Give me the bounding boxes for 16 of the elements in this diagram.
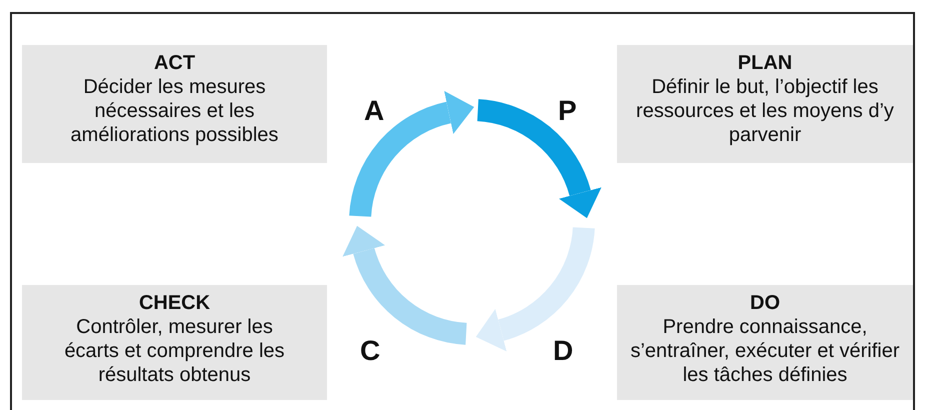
step-box bbox=[617, 285, 913, 400]
step-description: Prendre connaissance, s’entraîner, exécuter et vérifier les tâches définies bbox=[629, 315, 900, 387]
step-heading: CHECK bbox=[138, 291, 212, 315]
step-box bbox=[617, 45, 913, 163]
step-description: Définir le but, l’objectif les ressources et les moyens d’y parvenir bbox=[635, 75, 895, 147]
step-heading: DO bbox=[749, 291, 781, 315]
step-letter: P bbox=[558, 96, 577, 126]
step-heading: ACT bbox=[152, 51, 196, 75]
step-description: Décider les mesures nécessaires et les améliorations possibles bbox=[70, 75, 280, 147]
step-box bbox=[22, 45, 327, 163]
step-letter: A bbox=[364, 96, 384, 126]
step-box bbox=[22, 285, 327, 400]
step-letter: C bbox=[360, 336, 380, 366]
step-description: Contrôler, mesurer les écarts et comprendre les résultats obtenus bbox=[63, 315, 286, 387]
step-heading: PLAN bbox=[736, 51, 794, 75]
step-letter: D bbox=[553, 336, 574, 366]
